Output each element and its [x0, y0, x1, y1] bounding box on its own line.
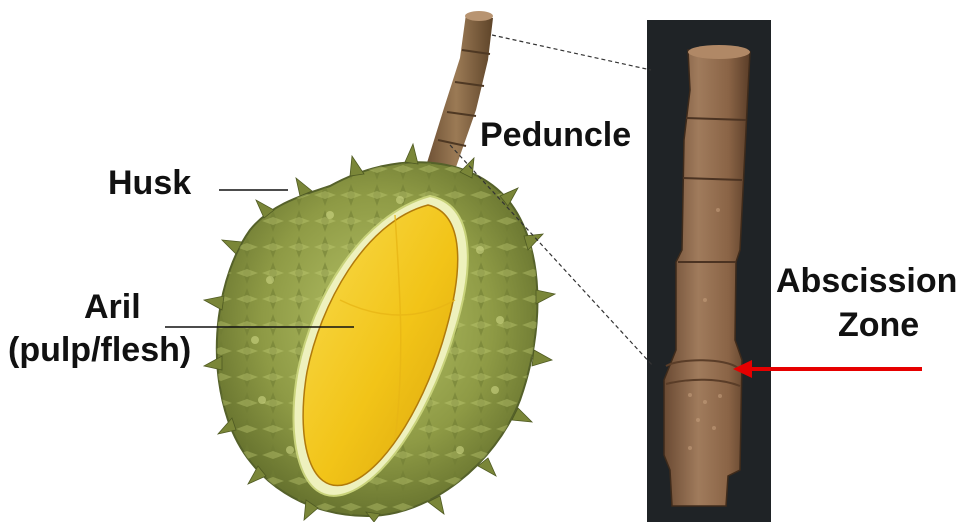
peduncle-top-connector — [492, 35, 651, 70]
aril-sublabel: (pulp/flesh) — [8, 333, 191, 369]
abscission-label-line1: Abscission — [776, 264, 957, 300]
abscission-label-line2: Zone — [838, 308, 919, 344]
durian-illustration — [204, 144, 555, 522]
aril-label: Aril — [84, 290, 141, 326]
peduncle-label: Peduncle — [480, 118, 631, 154]
husk-label: Husk — [108, 166, 191, 202]
